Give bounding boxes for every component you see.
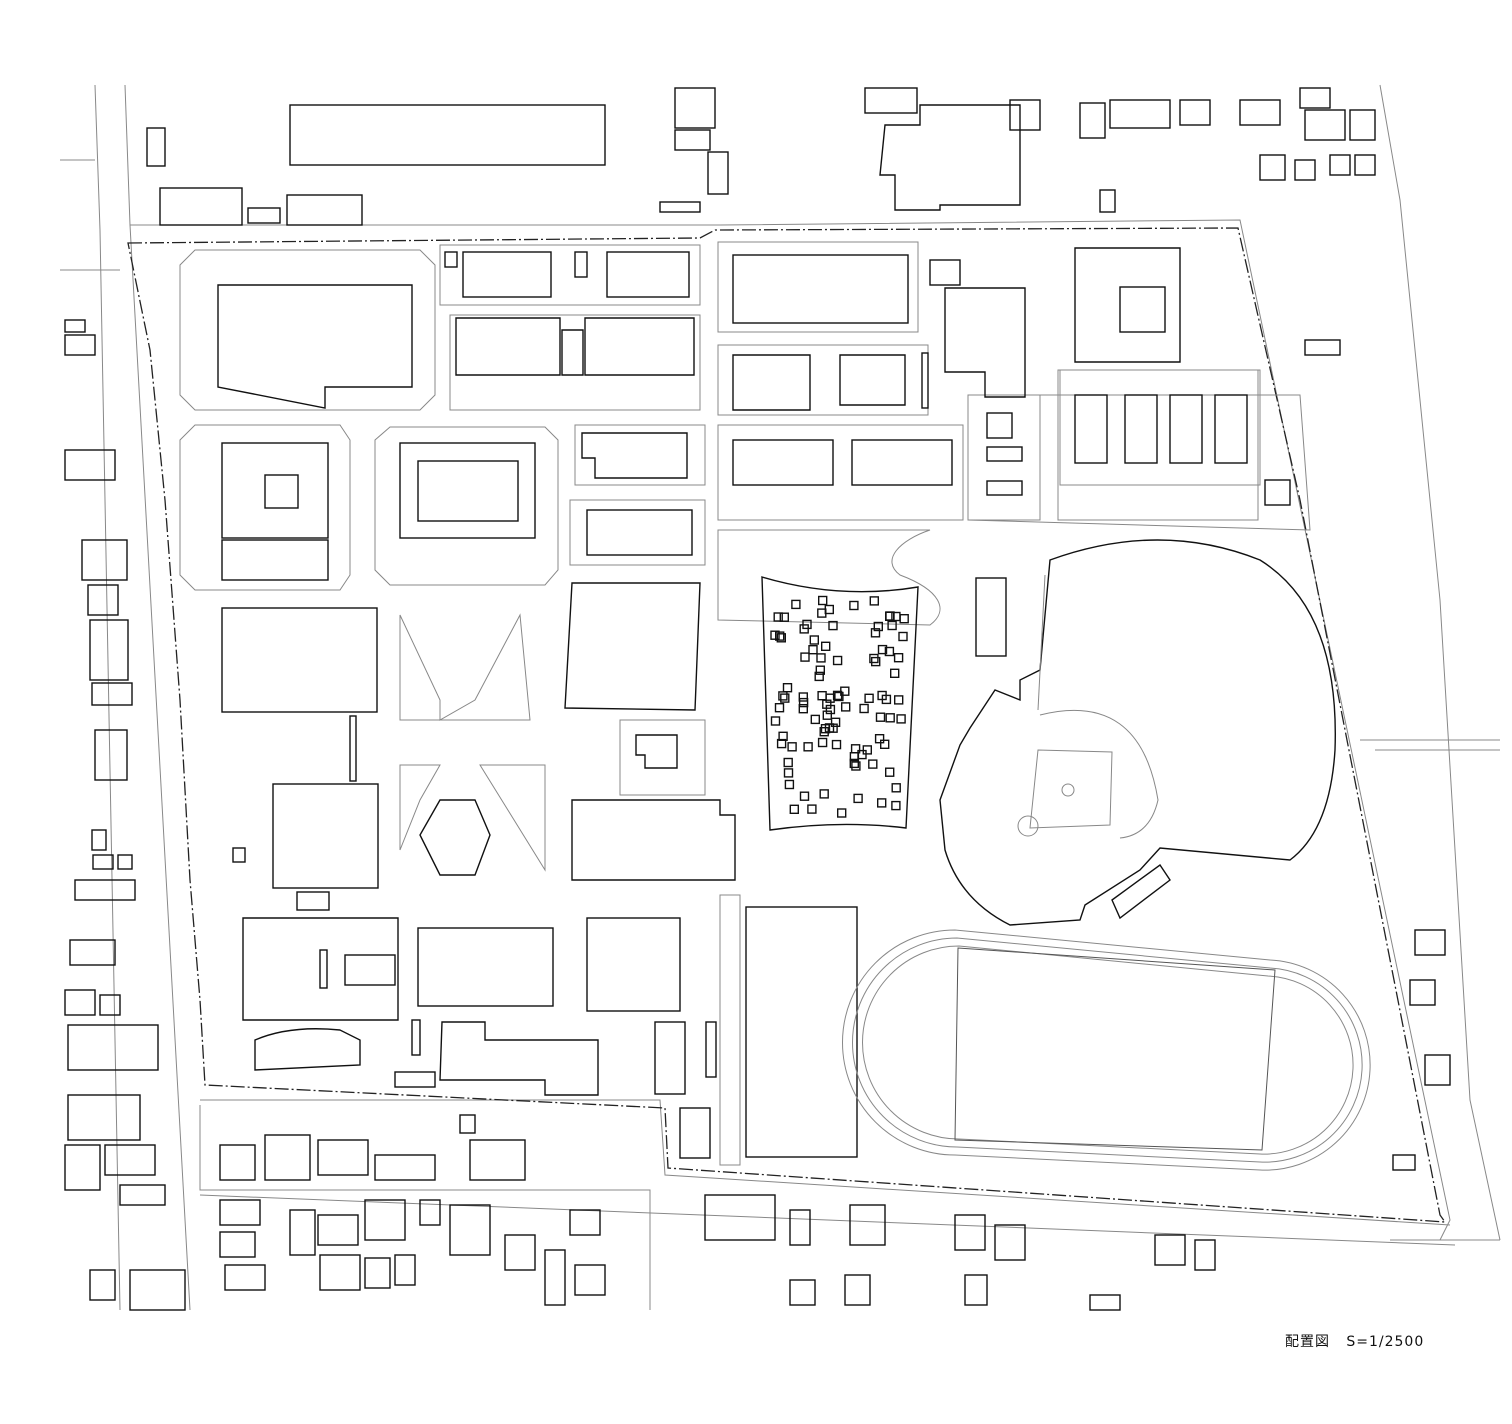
courtyard-square: [779, 612, 789, 622]
courtyard-square: [849, 752, 860, 762]
courtyard-square: [825, 704, 836, 715]
courtyard-square: [787, 742, 797, 752]
courtyard-square: [770, 716, 781, 726]
courtyard-square: [832, 655, 843, 666]
courtyard-square: [885, 713, 895, 723]
courtyard-square: [885, 767, 895, 777]
courtyard-square: [799, 624, 809, 634]
courtyard-square: [891, 800, 901, 811]
courtyard-square: [780, 693, 790, 703]
courtyard-square: [834, 691, 844, 702]
courtyard-square: [789, 804, 799, 814]
campus-lots: [179, 241, 1311, 1166]
courtyard-square: [893, 653, 904, 663]
drawing-caption: 配置図 S=1/2500: [1285, 1331, 1424, 1351]
courtyard-square: [776, 633, 786, 643]
courtyard-square: [770, 630, 780, 640]
courtyard-square: [880, 739, 890, 749]
drawing-title: 配置図: [1285, 1334, 1330, 1350]
drawing-scale: S=1/2500: [1346, 1334, 1425, 1350]
courtyard-square: [807, 804, 817, 814]
courtyard-square: [849, 600, 859, 611]
courtyard-square: [817, 608, 827, 618]
courtyard-square: [817, 737, 828, 748]
courtyard-square: [778, 731, 788, 741]
courtyard-square: [898, 631, 908, 642]
courtyard-square: [819, 789, 829, 799]
courtyard-square: [817, 691, 827, 701]
courtyard-square: [775, 631, 785, 641]
running-track: [842, 929, 1371, 1171]
courtyard-square: [869, 596, 879, 606]
courtyard-square: [815, 665, 825, 675]
courtyard-square: [890, 668, 900, 678]
courtyard-square: [808, 645, 818, 655]
courtyard-square: [851, 761, 861, 771]
courtyard-square: [859, 703, 869, 714]
site-boundary: [127, 227, 1447, 1223]
courtyard-square: [773, 612, 783, 622]
courtyard-square: [841, 702, 851, 712]
courtyard-square: [875, 712, 886, 722]
courtyard-square: [782, 683, 793, 693]
campus-buildings: [217, 247, 1291, 1159]
courtyard-square: [822, 710, 832, 720]
courtyard-square: [881, 694, 892, 705]
courtyard-square: [894, 695, 904, 705]
courtyard-square: [885, 611, 895, 621]
courtyard-square: [798, 692, 808, 702]
road-outlines: [60, 84, 1501, 1311]
courtyard-square: [828, 723, 838, 733]
neighborhood-buildings: [64, 87, 1451, 1311]
courtyard-square: [810, 714, 820, 725]
courtyard-square: [830, 717, 841, 727]
courtyard-square: [778, 691, 788, 701]
courtyard-square: [799, 791, 810, 801]
courtyard-square: [774, 703, 785, 713]
courtyard-square: [776, 738, 787, 749]
courtyard-square: [864, 693, 874, 703]
courtyard-square: [884, 646, 895, 657]
courtyard-square: [818, 595, 828, 606]
courtyard-square: [877, 798, 887, 808]
courtyard-pattern: [770, 595, 909, 818]
courtyard-square: [887, 620, 897, 631]
courtyard-square: [849, 758, 859, 769]
courtyard-square: [821, 641, 831, 651]
courtyard-square: [871, 656, 881, 667]
baseball-field: [939, 539, 1336, 926]
courtyard-square: [896, 714, 906, 724]
courtyard-square: [853, 793, 863, 804]
courtyard-square: [798, 697, 809, 708]
courtyard-square: [814, 671, 824, 682]
courtyard-square: [874, 734, 885, 744]
courtyard-square: [868, 759, 878, 769]
courtyard-square: [831, 739, 842, 750]
courtyard-square: [899, 614, 909, 624]
courtyard-square: [869, 653, 879, 664]
courtyard-square: [809, 635, 819, 645]
courtyard-square: [816, 653, 826, 663]
courtyard-square: [798, 704, 808, 714]
courtyard-square: [873, 621, 883, 632]
courtyard-square: [783, 768, 794, 778]
courtyard-square: [828, 620, 838, 631]
courtyard-square: [825, 693, 835, 703]
courtyard-square: [891, 783, 901, 793]
courtyard-square: [803, 742, 813, 752]
courtyard-square: [800, 652, 810, 662]
courtyard-square: [791, 599, 801, 610]
courtyard-square: [870, 628, 881, 638]
courtyard-square: [824, 604, 834, 615]
courtyard-square: [783, 757, 793, 768]
courtyard-square: [837, 808, 847, 818]
courtyard-square: [877, 644, 888, 655]
courtyard-square: [784, 779, 795, 790]
